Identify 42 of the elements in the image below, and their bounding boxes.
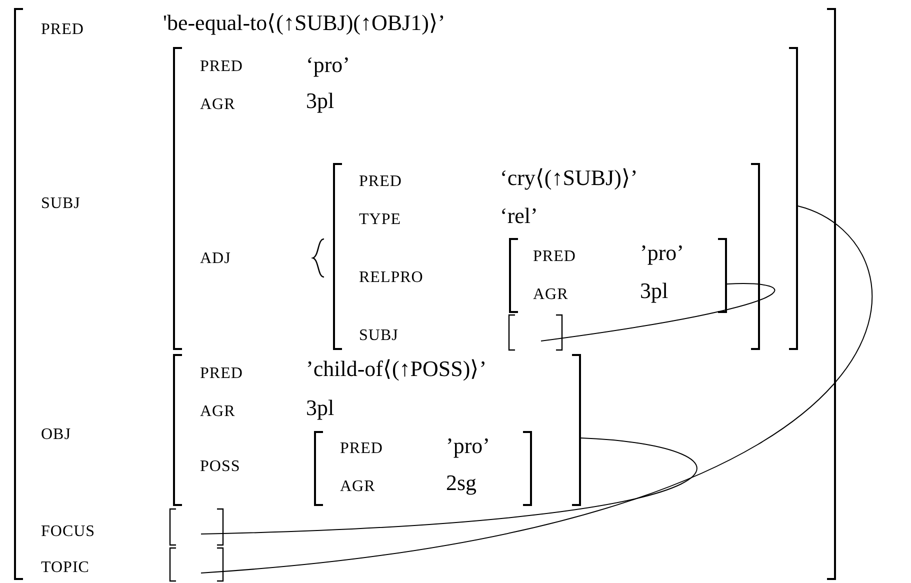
attribute-name: AGR	[200, 404, 236, 420]
attribute-name: PRED	[200, 59, 243, 75]
attribute-name: PRED	[533, 249, 576, 265]
empty-bracket-pair	[508, 314, 563, 351]
attribute-value-matrix	[314, 431, 532, 506]
structure-sharing-line	[200, 438, 696, 534]
attribute-name: PRED	[41, 22, 84, 38]
attribute-value: ‘pro’	[306, 54, 350, 76]
attribute-name: SUBJ	[359, 328, 398, 344]
attribute-name: POSS	[200, 459, 240, 475]
attribute-value-matrix	[333, 163, 760, 350]
attribute-value: 3pl	[306, 397, 334, 419]
attribute-name: AGR	[533, 287, 568, 303]
attribute-name: TYPE	[359, 212, 401, 228]
attribute-name: OBJ	[41, 427, 71, 443]
attribute-name: TOPIC	[41, 560, 90, 576]
attribute-name: PRED	[340, 441, 383, 457]
attribute-name: ADJ	[200, 251, 231, 267]
structure-sharing-line	[540, 283, 775, 342]
attribute-value-matrix	[173, 47, 798, 350]
attribute-name: PRED	[200, 366, 243, 382]
attribute-name: AGR	[200, 97, 236, 113]
attribute-value: 'be-equal-to⟨(↑SUBJ)(↑OBJ1)⟩’	[163, 12, 446, 34]
empty-bracket-pair	[169, 547, 224, 582]
empty-bracket-pair	[169, 508, 224, 546]
attribute-name: PRED	[359, 174, 402, 190]
attribute-name: RELPRO	[359, 270, 424, 286]
attribute-value: 3pl	[306, 90, 334, 112]
attribute-name: FOCUS	[41, 524, 96, 540]
structure-sharing-line	[200, 206, 872, 574]
attribute-value: ’pro’	[446, 435, 490, 457]
attribute-value: ’child-of⟨(↑POSS)⟩’	[306, 358, 487, 380]
attribute-name: AGR	[340, 479, 376, 495]
attribute-value: ‘rel’	[500, 205, 538, 227]
attribute-value-matrix	[173, 354, 581, 506]
attribute-name: SUBJ	[41, 196, 80, 212]
attribute-value-matrix	[14, 8, 836, 580]
attribute-value: 2sg	[446, 472, 477, 494]
attribute-value-matrix	[509, 238, 727, 313]
attribute-value: ’pro’	[640, 242, 684, 264]
attribute-value: 3pl	[640, 280, 668, 302]
attribute-value: ‘cry⟨(↑SUBJ)⟩’	[500, 167, 638, 189]
